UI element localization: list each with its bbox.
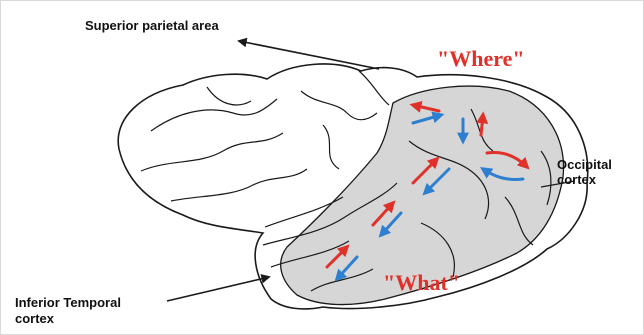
label-occipital-line2: cortex (557, 172, 612, 187)
label-inferior-temporal-line2: cortex (15, 311, 121, 327)
label-inferior-temporal-line1: Inferior Temporal (15, 295, 121, 311)
label-occipital-cortex: Occipital cortex (557, 157, 612, 187)
label-inferior-temporal-cortex: Inferior Temporal cortex (15, 295, 121, 327)
label-what-stream: "What" (383, 271, 460, 295)
red-arrow (481, 115, 483, 135)
label-superior-parietal: Superior parietal area (85, 18, 219, 33)
pointer-inferior-temporal (167, 277, 269, 301)
label-occipital-line1: Occipital (557, 157, 612, 172)
label-where-stream: "Where" (437, 47, 525, 71)
